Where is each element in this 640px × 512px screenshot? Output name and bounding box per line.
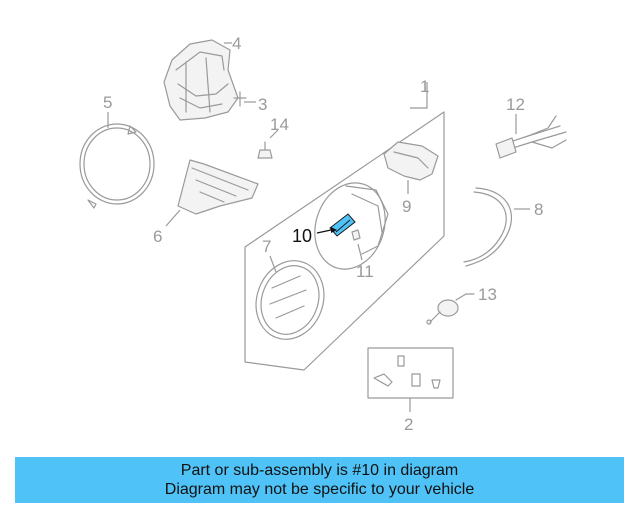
callout-6: 6 bbox=[153, 227, 162, 246]
part-8-trim bbox=[463, 187, 530, 267]
part-6-deflector bbox=[165, 159, 259, 227]
part-14-screw bbox=[257, 129, 279, 159]
headlamp-housing-panel bbox=[244, 82, 445, 371]
callout-3: 3 bbox=[258, 95, 267, 114]
parts-diagram: 1 2 3 4 5 6 7 8 9 10 11 12 13 14 bbox=[79, 34, 567, 434]
banner-line-part: Part or sub-assembly is #10 in diagram bbox=[180, 462, 459, 479]
callout-5: 5 bbox=[103, 93, 112, 112]
callout-11: 11 bbox=[356, 262, 374, 281]
part-5-ring bbox=[79, 112, 155, 209]
callout-13: 13 bbox=[478, 285, 497, 304]
callout-4: 4 bbox=[232, 34, 241, 53]
part-11-reflector bbox=[314, 182, 389, 270]
callout-8: 8 bbox=[534, 200, 543, 219]
callout-9: 9 bbox=[402, 197, 411, 216]
part-7-lens bbox=[255, 255, 325, 340]
callout-14: 14 bbox=[270, 115, 289, 134]
banner-line-disclaimer: Diagram may not be specific to your vehi… bbox=[164, 481, 475, 498]
part-3-pin bbox=[233, 91, 256, 107]
callout-1: 1 bbox=[420, 77, 429, 96]
callout-10: 10 bbox=[292, 226, 312, 246]
part-4-bracket bbox=[163, 39, 239, 121]
part-2-hardware-kit bbox=[367, 347, 454, 412]
info-banner: Part or sub-assembly is #10 in diagram D… bbox=[15, 457, 624, 503]
part-13-connector bbox=[426, 293, 475, 325]
part-12-harness bbox=[495, 114, 567, 159]
part-10-bulb bbox=[316, 213, 356, 237]
callout-7: 7 bbox=[262, 237, 271, 256]
part-9-socket bbox=[383, 141, 439, 194]
callout-12: 12 bbox=[506, 95, 525, 114]
callout-2: 2 bbox=[404, 415, 413, 434]
